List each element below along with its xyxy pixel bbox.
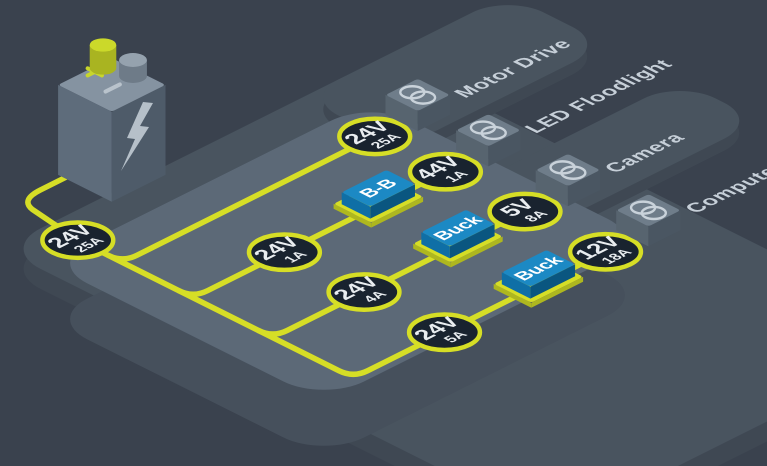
- converter-box-top: [422, 210, 494, 246]
- ring-icon: [477, 124, 511, 141]
- branch-wire: [258, 185, 563, 337]
- load-box-left-face: [616, 210, 649, 247]
- load-box: [456, 114, 521, 167]
- load-box-top: [537, 154, 599, 186]
- load-rings-icon: [466, 119, 511, 141]
- load-box-top: [457, 114, 519, 146]
- load-box-left-face: [456, 130, 489, 167]
- lightning-bolt-icon: [121, 102, 153, 171]
- load-box: [385, 79, 450, 131]
- load-box-right-face: [417, 94, 450, 131]
- node-circle: [234, 227, 334, 277]
- node-circle: [555, 227, 655, 277]
- converter-box-top-face: [422, 210, 494, 246]
- battery-body-left-face: [58, 84, 112, 202]
- converter-box-right-face: [449, 224, 495, 259]
- load-rings-icon: [395, 84, 440, 106]
- load-box-top: [617, 194, 680, 226]
- load-box-left-face: [535, 170, 568, 207]
- converter-box-top: [503, 250, 574, 286]
- node-circle: [395, 147, 495, 197]
- load-box-top-face: [457, 114, 519, 146]
- converter-box-left-face: [341, 192, 371, 219]
- node-circle: [28, 215, 128, 265]
- battery-positive-terminal-side: [89, 45, 117, 75]
- load-box-top-face: [537, 154, 599, 186]
- converter-box-top: [343, 170, 414, 206]
- branch-wire: [179, 145, 484, 297]
- converter-box-left-face: [501, 272, 531, 299]
- battery-negative-terminal: [119, 53, 147, 67]
- converter-box: [421, 210, 495, 259]
- load-rings-icon: [546, 159, 591, 181]
- converter-pad-right-face: [450, 236, 503, 268]
- load-box: [535, 154, 601, 207]
- load-box-right-face: [567, 170, 601, 207]
- load-rings-icon: [626, 199, 671, 221]
- node-circle: [475, 186, 575, 236]
- battery-body: [58, 58, 166, 202]
- platform: [70, 112, 625, 390]
- converter-pad-right-face: [531, 276, 584, 308]
- ring-icon: [546, 159, 580, 176]
- load-box-left-face: [385, 94, 418, 131]
- converter-box-right-face: [530, 264, 576, 299]
- converter-box: [341, 170, 415, 219]
- ring-icon: [395, 84, 429, 101]
- ring-icon: [556, 164, 590, 181]
- node-circle: [394, 307, 494, 357]
- converter-pad-left-face: [493, 283, 532, 308]
- platform: [70, 112, 625, 390]
- converter-box-right-face: [370, 184, 415, 219]
- battery: [58, 38, 166, 202]
- load-box-top-face: [617, 194, 680, 226]
- ring-icon: [637, 204, 671, 221]
- converter-box-top-face: [343, 170, 414, 206]
- load-box-right-face: [488, 130, 521, 167]
- minus-icon: [106, 84, 120, 91]
- converter-pad-left-face: [333, 203, 372, 228]
- converter-pad-right-face: [371, 196, 424, 228]
- ring-icon: [406, 89, 440, 106]
- load-box: [616, 194, 681, 247]
- converter-box-top-face: [503, 250, 574, 286]
- battery-body-right-face: [111, 84, 166, 202]
- node-circle: [314, 267, 414, 317]
- node-circle: [325, 111, 425, 161]
- load-box-top-face: [387, 79, 449, 111]
- load-box-right-face: [648, 210, 681, 247]
- converter-box: [501, 250, 576, 299]
- ring-icon: [466, 119, 500, 136]
- converter-box-left-face: [421, 232, 450, 259]
- load-box-top: [387, 79, 449, 111]
- branch-wire: [108, 110, 413, 262]
- ring-icon: [626, 199, 660, 216]
- converter-pad-left-face: [413, 243, 451, 268]
- battery-positive-terminal: [89, 38, 117, 52]
